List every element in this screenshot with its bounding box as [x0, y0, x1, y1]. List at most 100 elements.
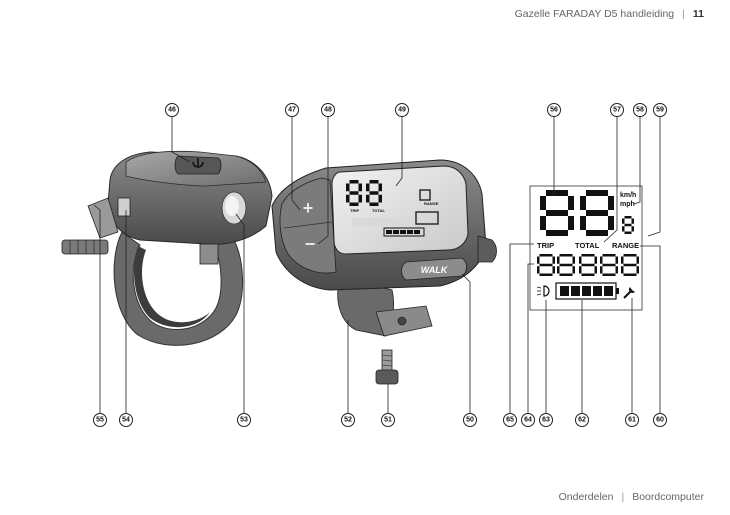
lcd-segment — [349, 202, 359, 206]
lcd-segment — [624, 223, 632, 227]
lcd-segment — [636, 266, 639, 274]
lcd-segment — [580, 216, 586, 230]
range-label: RANGE — [612, 241, 639, 250]
lcd-segment — [366, 194, 370, 203]
lcd-segment — [366, 183, 370, 192]
page-footer: Onderdelen | Boordcomputer — [559, 491, 704, 503]
lcd-segment — [537, 266, 540, 274]
callout-48: 48 — [321, 103, 335, 117]
svg-text:46: 46 — [168, 107, 176, 114]
unit-kmh-label: km/h — [620, 192, 636, 199]
lcd-segment — [586, 210, 608, 216]
lcd-segment — [631, 218, 634, 224]
trip-label: TRIP — [537, 241, 554, 250]
lcd-segment — [602, 254, 616, 257]
lcd-segment — [581, 263, 595, 267]
lcd-segment — [539, 273, 553, 276]
svg-text:63: 63 — [542, 417, 550, 424]
svg-text:58: 58 — [636, 107, 644, 114]
callout-47: 47 — [285, 103, 299, 117]
minus-button[interactable]: − — [305, 234, 316, 254]
footer-separator: | — [621, 491, 625, 503]
lcd-segment — [552, 266, 555, 274]
lcd-segment — [623, 254, 637, 257]
callout-54: 54 — [119, 413, 133, 427]
button-pad — [279, 177, 337, 274]
lcd-segment — [346, 183, 350, 192]
lcd-segment — [594, 256, 597, 264]
svg-text:51: 51 — [384, 417, 392, 424]
svg-text:64: 64 — [524, 417, 532, 424]
footer-subsection: Boordcomputer — [632, 491, 704, 503]
lcd-segment — [622, 218, 625, 224]
lcd-segment — [537, 256, 540, 264]
page-header: Gazelle FARADAY D5 handleiding|11 — [515, 8, 704, 20]
callout-64: 64 — [521, 413, 535, 427]
lcd-segment — [349, 180, 359, 184]
callout-53: 53 — [237, 413, 251, 427]
svg-text:54: 54 — [122, 417, 130, 424]
lcd-segment — [586, 230, 608, 236]
lcd-segment — [579, 266, 582, 274]
lcd-segment — [615, 266, 618, 274]
lcd-segment — [608, 196, 614, 210]
lcd-segment — [369, 191, 379, 195]
lcd-segment — [559, 273, 573, 276]
lcd-segment — [623, 263, 637, 267]
svg-text:50: 50 — [466, 417, 474, 424]
connector-plug — [61, 239, 109, 255]
callout-60: 60 — [653, 413, 667, 427]
plus-button[interactable]: + — [303, 198, 314, 218]
board-computer: + − TRIP TOTAL RANGE WALK — [271, 159, 497, 385]
lcd-segment — [602, 263, 616, 267]
svg-text:53: 53 — [240, 417, 248, 424]
walk-label: WALK — [421, 265, 449, 275]
device-trip-label: TRIP — [350, 208, 359, 213]
lcd-segment — [580, 196, 586, 210]
lcd-segment — [572, 256, 575, 264]
lcd-segment — [623, 273, 637, 276]
svg-text:56: 56 — [550, 107, 558, 114]
contact-pins — [117, 197, 131, 217]
svg-text:55: 55 — [96, 417, 104, 424]
callout-57: 57 — [610, 103, 624, 117]
lcd-segment — [540, 196, 546, 210]
callout-58: 58 — [633, 103, 647, 117]
lcd-segment — [624, 231, 632, 234]
walk-button[interactable] — [401, 257, 467, 281]
device-battery-bar — [383, 227, 425, 237]
svg-text:59: 59 — [656, 107, 664, 114]
lcd-segment — [581, 273, 595, 276]
lcd-segment — [539, 254, 553, 257]
callout-55: 55 — [93, 413, 107, 427]
lcd-segment — [608, 216, 614, 230]
callout-51: 51 — [381, 413, 395, 427]
lcd-segment — [546, 230, 568, 236]
device-range-label: RANGE — [424, 201, 439, 206]
lcd-segment — [378, 183, 382, 192]
odometer-digits — [537, 254, 639, 276]
svg-text:52: 52 — [344, 417, 352, 424]
lcd-segment — [358, 194, 362, 203]
unit-mph-label: mph — [620, 201, 635, 208]
footer-section: Onderdelen — [558, 491, 614, 503]
lcd-segment — [559, 254, 573, 257]
manual-title: Gazelle FARADAY D5 handleiding — [514, 8, 675, 20]
lcd-segment — [621, 266, 624, 274]
svg-text:48: 48 — [324, 107, 332, 114]
total-label: TOTAL — [575, 241, 600, 250]
mounting-bolt — [375, 349, 399, 385]
svg-text:61: 61 — [628, 417, 636, 424]
lcd-segment — [581, 254, 595, 257]
lcd-segment — [369, 180, 379, 184]
battery-gauge-icon — [555, 282, 619, 300]
lcd-segment — [572, 266, 575, 274]
lcd-segment — [369, 202, 379, 206]
power-icon — [192, 158, 204, 168]
lcd-segment — [594, 266, 597, 274]
lcd-segment — [636, 256, 639, 264]
lcd-segment — [546, 210, 568, 216]
header-separator: | — [682, 8, 685, 20]
lcd-segment — [624, 216, 632, 219]
